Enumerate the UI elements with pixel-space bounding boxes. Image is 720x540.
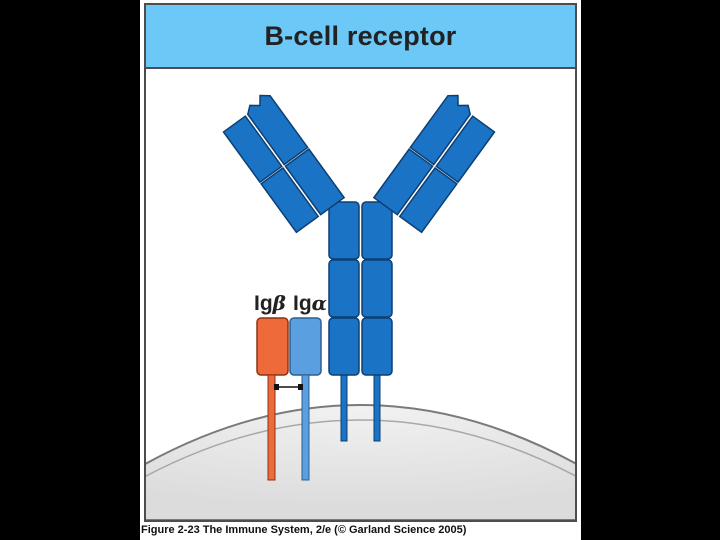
light-chain-variable-domain bbox=[222, 115, 283, 184]
heavy-chain-constant-domain bbox=[284, 148, 346, 216]
heavy-chain-constant-domain bbox=[372, 148, 434, 216]
antibody-right-arm bbox=[372, 94, 496, 234]
figure-caption: Figure 2-23 The Immune System, 2/e (© Ga… bbox=[141, 524, 467, 536]
light-chain-constant-domain bbox=[260, 166, 320, 234]
figure-title: B-cell receptor bbox=[264, 20, 457, 51]
heavy-chain-domain bbox=[361, 201, 393, 260]
heavy-chain-domain bbox=[328, 259, 360, 318]
ig-alpha-tail bbox=[301, 374, 310, 481]
b-cell-receptor-diagram: Igβ Igα bbox=[146, 94, 575, 520]
antibody-left-arm bbox=[222, 94, 346, 234]
ig-beta-tail bbox=[267, 374, 276, 481]
cell-membrane bbox=[146, 404, 575, 520]
heavy-chain-tail-right bbox=[373, 374, 381, 442]
heavy-chain-stem bbox=[328, 201, 393, 376]
heavy-chain-domain bbox=[328, 201, 360, 260]
title-bar: B-cell receptor bbox=[146, 5, 575, 69]
heavy-chain-variable-domain bbox=[246, 94, 309, 166]
ig-beta-label: Igβ bbox=[254, 291, 286, 315]
ig-alpha-domain bbox=[289, 317, 322, 376]
heavy-chain-domain bbox=[361, 259, 393, 318]
heavy-chain-domain bbox=[361, 317, 393, 376]
disulfide-bridge bbox=[274, 384, 303, 390]
light-chain-variable-domain bbox=[435, 115, 496, 184]
heavy-chain-tail-left bbox=[340, 374, 348, 442]
figure-frame: B-cell receptor bbox=[144, 3, 577, 522]
heavy-chain-variable-domain bbox=[409, 94, 472, 166]
cell-membrane-inner-line bbox=[146, 419, 575, 477]
ig-alpha-label: Igα bbox=[293, 291, 327, 315]
ig-beta-domain bbox=[256, 317, 289, 376]
heavy-chain-domain bbox=[328, 317, 360, 376]
light-chain-constant-domain bbox=[398, 166, 458, 234]
